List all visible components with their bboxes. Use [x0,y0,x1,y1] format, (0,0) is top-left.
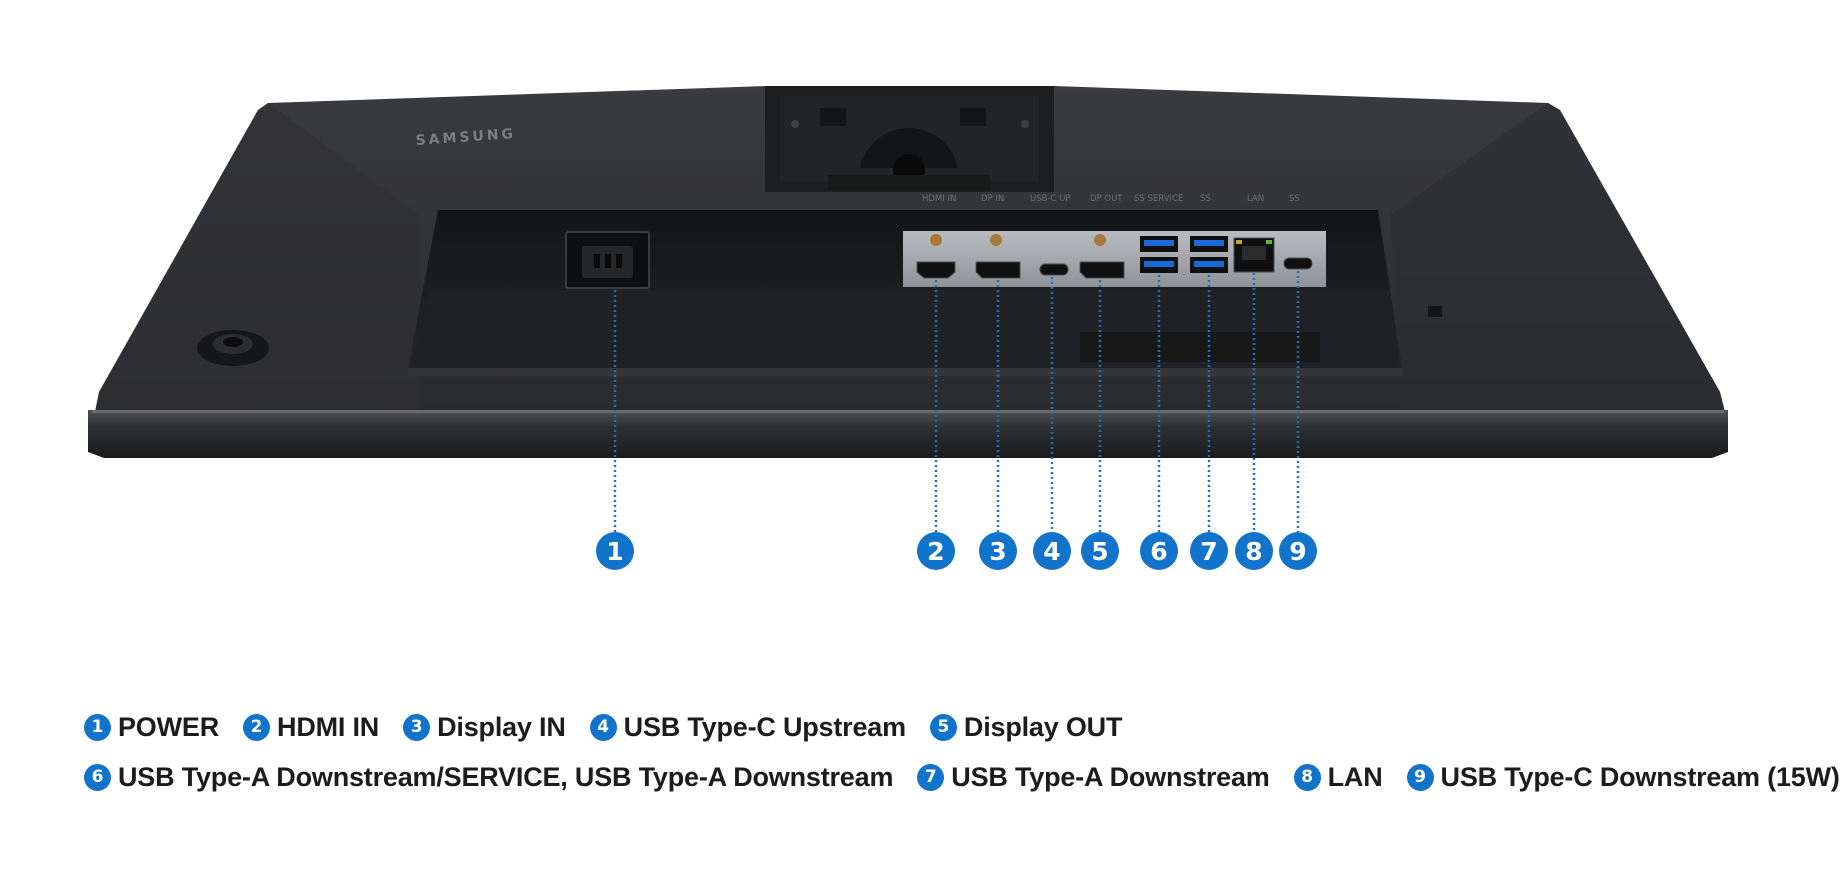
legend-number-badge: 6 [84,763,111,791]
callout-number: 6 [1150,537,1167,566]
usb-a-stack-2 [1190,236,1228,273]
port-text-usb-a-1: SS SERVICE [1134,194,1183,204]
callout-marker [1081,532,1119,570]
displayport-in [975,234,1021,279]
legend-number-badge: 9 [1406,763,1434,791]
callout-number: 4 [1043,537,1060,566]
callout-number: 8 [1245,537,1262,566]
legend-item-display-out: 5 Display OUT [929,711,1123,743]
port-text-hdmi: HDMI IN [922,194,956,204]
callout-number: 1 [606,537,623,566]
legend-item-power: 1 POWER [84,712,219,743]
control-joystick [197,330,269,366]
callout-number: 9 [1289,537,1306,566]
port-text-usbc-up: USB-C UP [1030,194,1071,204]
legend-item-hdmi-in: 2 HDMI IN [243,712,379,743]
monitor-side-shade-left [95,103,420,412]
legend-label: LAN [1327,761,1383,792]
monitor-side-shade-right [1390,103,1725,412]
callout-number: 5 [1091,537,1108,566]
legend-label: Display IN [437,711,566,742]
legend-number-badge: 4 [589,713,617,741]
callout-number: 3 [989,537,1006,566]
legend-item-usb-a-service: 6 USB Type-A Downstream/SERVICE, USB Typ… [84,762,893,793]
callout-marker [1279,532,1317,570]
legend-number-badge: 3 [403,713,431,741]
legend-label: HDMI IN [277,711,380,742]
legend-label: USB Type-A Downstream/SERVICE, USB Type-… [118,761,894,792]
stand-mount-plate [765,86,1054,192]
callout-number: 2 [927,537,944,566]
port-text-dp-in: DP IN [981,194,1004,204]
legend-number-badge: 8 [1293,763,1321,791]
legend-number-badge: 7 [917,763,945,791]
legend-label: POWER [118,711,220,742]
port-recess-lip [408,368,1402,376]
hdmi-port [916,234,956,279]
port-label-strip: HDMI IN DP IN USB-C UP DP OUT SS SERVICE… [922,194,1300,204]
legend-number-badge: 1 [84,713,111,741]
usb-a-stack-1 [1140,236,1178,273]
legend-row-1: 1 POWER 2 HDMI IN 3 Display IN 4 USB Typ… [84,702,1804,752]
callout-marker [596,532,634,570]
legend-item-usb-a-downstream: 7 USB Type-A Downstream [917,761,1270,793]
usb-c-upstream-port [1039,263,1069,276]
legend-row-2: 6 USB Type-A Downstream/SERVICE, USB Typ… [84,752,1840,802]
legend-item-usb-c-upstream: 4 USB Type-C Upstream [589,711,906,743]
io-port-plate [903,231,1326,287]
port-text-lan: LAN [1247,194,1264,204]
legend-label: Display OUT [963,711,1123,742]
callout-marker [917,532,955,570]
displayport-out [1079,234,1125,279]
legend-label: USB Type-C Upstream [623,711,906,742]
callout-marker [1033,532,1071,570]
legend-item-display-in: 3 Display IN [403,712,566,743]
port-text-usb-a-2: SS [1200,194,1211,204]
bezel-highlight [92,410,1724,413]
callout-marker [979,532,1017,570]
callout-marker [1235,532,1273,570]
legend-label: USB Type-C Downstream (15W) [1440,761,1840,792]
legend-item-lan: 8 LAN [1293,761,1383,793]
monitor-bezel [88,410,1728,458]
legend-label: USB Type-A Downstream [951,761,1270,792]
port-legend: 1 POWER 2 HDMI IN 3 Display IN 4 USB Typ… [84,702,1840,802]
lan-port [1233,237,1275,273]
port-recess-shadow [1080,332,1320,362]
callout-marker [1190,532,1228,570]
callout-number: 7 [1200,537,1217,566]
port-text-dp-out: DP OUT [1090,194,1123,204]
brand-logo: SAMSUNG [415,126,516,149]
legend-item-usb-c-downstream: 9 USB Type-C Downstream (15W) [1406,761,1840,793]
callout-marker [1140,532,1178,570]
legend-number-badge: 5 [929,713,957,741]
kensington-slot [1428,306,1442,317]
port-text-usbc-down: SS [1289,194,1300,204]
usb-c-downstream-port [1283,257,1313,270]
power-socket [565,231,650,289]
legend-number-badge: 2 [243,713,271,741]
